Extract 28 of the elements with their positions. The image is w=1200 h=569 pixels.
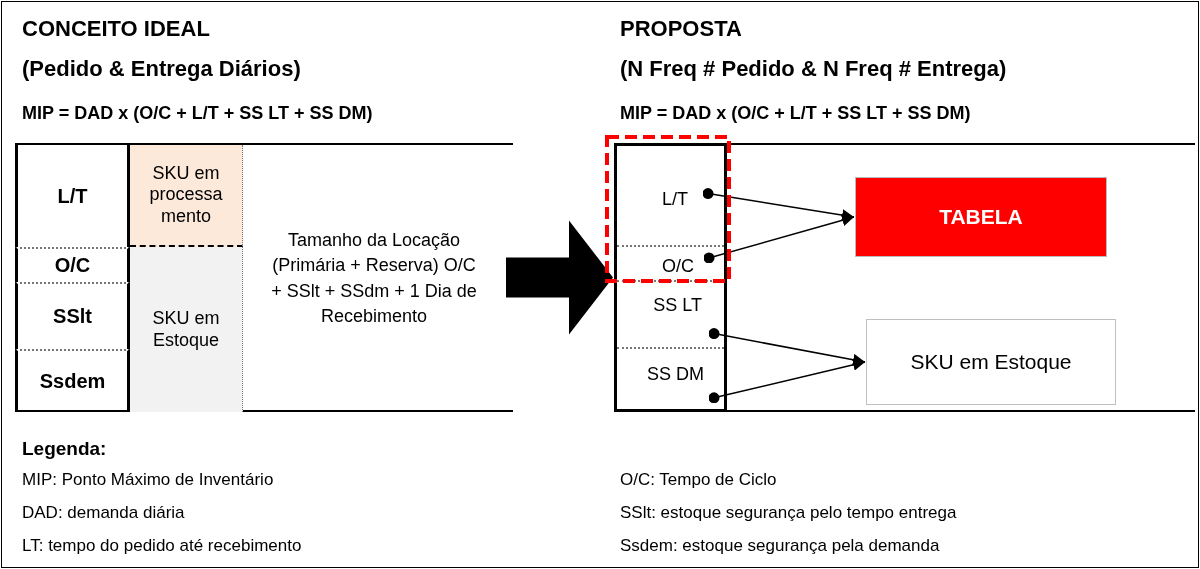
legend-entry: DAD: demanda diária	[22, 503, 185, 523]
legend-entry: O/C: Tempo de Ciclo	[620, 470, 777, 490]
block-arrow	[506, 220, 613, 335]
legend-entry: SSlt: estoque segurança pelo tempo entrega	[620, 503, 957, 523]
table-cell: SKU em processa mento	[130, 145, 243, 247]
formula: MIP = DAD x (O/C + L/T + SS LT + SS DM)	[22, 103, 373, 124]
table-cell: SS LT	[617, 280, 724, 347]
heading: CONCEITO IDEAL	[22, 16, 210, 42]
table-cell: L/T	[617, 146, 724, 245]
legend-title: Legenda:	[22, 438, 107, 460]
table-cell: O/C	[617, 245, 724, 280]
arrow	[702, 188, 855, 221]
process-box: SKU em Estoque	[866, 319, 1116, 405]
table-cell: SS DM	[617, 347, 724, 409]
arrow	[703, 214, 855, 264]
table-frame	[15, 143, 505, 412]
table-cell: Tamanho da Locação (Primária + Reserva) O/C + SSlt + SSdm + 1 Dia de Recebimento	[243, 145, 505, 412]
subheading: (N Freq # Pedido & N Freq # Entrega)	[620, 56, 1007, 82]
legend-entry: LT: tempo do pedido até recebimento	[22, 536, 302, 556]
legend-entry: MIP: Ponto Máximo de Inventário	[22, 470, 274, 490]
table-cell: SKU em Estoque	[130, 247, 243, 412]
heading: PROPOSTA	[620, 16, 742, 42]
legend-entry: Ssdem: estoque segurança pela demanda	[620, 536, 940, 556]
column-table	[614, 143, 727, 412]
arrow	[708, 358, 866, 404]
formula: MIP = DAD x (O/C + L/T + SS LT + SS DM)	[620, 103, 971, 124]
highlight-box: TABELA	[855, 177, 1107, 257]
subheading: (Pedido & Entrega Diários)	[22, 56, 301, 82]
